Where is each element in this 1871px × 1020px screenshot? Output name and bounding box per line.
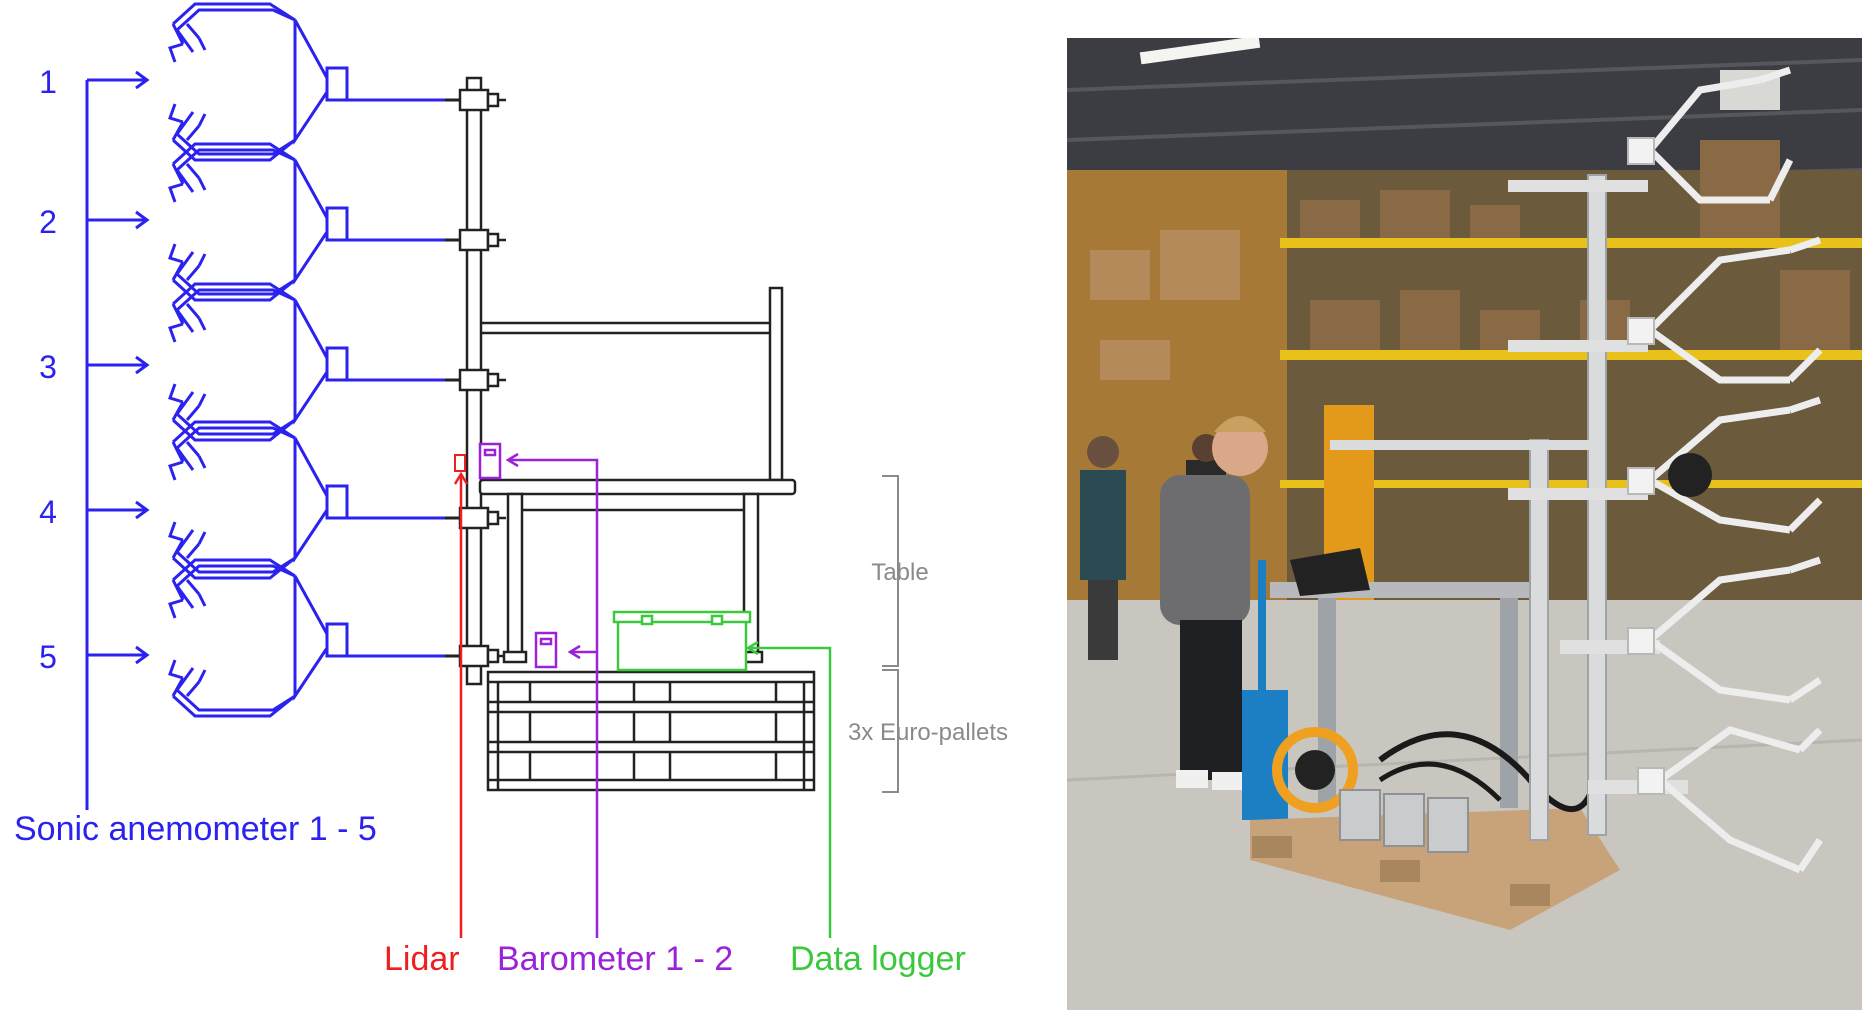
data-logger-callout (745, 640, 832, 938)
anemometers (168, 2, 447, 718)
lidar-unit (454, 454, 466, 472)
sensor-number-4: 4 (39, 494, 57, 530)
sensor-number-1: 1 (39, 64, 57, 100)
anemometer-1 (168, 2, 447, 162)
rig-diagram: 1 2 3 4 5 (14, 2, 1008, 978)
table-annotation: Table (871, 559, 928, 586)
barometer-callout (505, 452, 599, 938)
barometers (478, 442, 558, 669)
rig-photo (1067, 38, 1862, 1010)
euro-pallets (486, 670, 816, 792)
lidar-callout (453, 471, 469, 938)
anemometer-4 (168, 420, 447, 580)
lidar-label: Lidar (384, 940, 460, 978)
anemometer-2 (168, 142, 447, 302)
mast (445, 76, 784, 686)
sensor-number-2: 2 (39, 204, 57, 240)
anemometer-5 (168, 558, 447, 718)
data-logger-box (612, 610, 752, 672)
data-logger-label: Data logger (790, 940, 966, 978)
annotation-brackets (882, 475, 899, 793)
anemometer-3 (168, 282, 447, 442)
sensor-number-5: 5 (39, 639, 57, 675)
anemometer-label: Sonic anemometer 1 - 5 (14, 810, 377, 848)
pallets-annotation: 3x Euro-pallets (848, 719, 1008, 746)
anemometer-bracket (85, 70, 150, 810)
barometer-label: Barometer 1 - 2 (497, 940, 733, 978)
sensor-number-3: 3 (39, 349, 57, 385)
